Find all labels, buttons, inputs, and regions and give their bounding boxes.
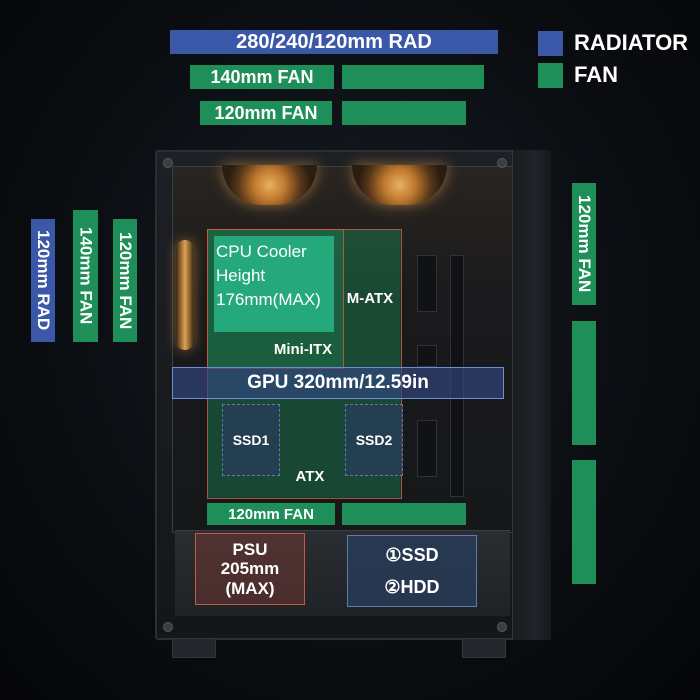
left-fan140-bar: 140mm FAN	[73, 210, 98, 342]
rear-fan-icon	[176, 240, 194, 350]
case-screw	[497, 158, 507, 168]
atx-label: ATX	[295, 467, 325, 485]
top-fan120-bar: 120mm FAN	[200, 101, 332, 125]
top-fan120-bar-right	[342, 101, 466, 125]
drive-bay: ①SSD ②HDD	[347, 535, 477, 607]
top-fan140-bar-right	[342, 65, 484, 89]
bottom-fan120-bar: 120mm FAN	[207, 503, 335, 525]
ssd1-mount: SSD1	[222, 404, 280, 476]
right-fan120-bar: 120mm FAN	[572, 183, 596, 305]
ssd-drive-label: ①SSD	[385, 544, 439, 565]
case-screw	[497, 622, 507, 632]
bottom-fan120-bar-right	[342, 503, 466, 525]
right-fan-bar-2	[572, 321, 596, 445]
legend-radiator-label: RADIATOR	[574, 30, 689, 55]
ssd2-mount: SSD2	[345, 404, 403, 476]
top-fan140-bar: 140mm FAN	[190, 65, 334, 89]
left-fan120-bar: 120mm FAN	[113, 219, 137, 342]
case-foot	[462, 638, 506, 658]
case-screw	[163, 158, 173, 168]
miniitx-label: Mini-ITX	[273, 340, 333, 358]
case-screw	[163, 622, 173, 632]
cpu-cooler-label: CPU Cooler Height 176mm(MAX)	[216, 242, 321, 309]
cpu-cooler-area	[214, 236, 334, 332]
front-panel	[512, 150, 551, 640]
legend-fan-swatch	[538, 63, 563, 88]
legend-radiator-swatch	[538, 31, 563, 56]
hdd-drive-label: ②HDD	[384, 576, 440, 597]
cable-cutout	[417, 345, 437, 367]
cable-cutout	[417, 255, 437, 312]
cable-cutout	[417, 420, 437, 477]
matx-label: M-ATX	[346, 289, 394, 307]
left-radiator-bar: 120mm RAD	[31, 219, 55, 342]
right-fan-bar-3	[572, 460, 596, 584]
psu-area: PSU 205mm (MAX)	[195, 533, 305, 605]
case-foot	[172, 638, 216, 658]
legend-fan-label: FAN	[574, 62, 618, 87]
top-radiator-bar: 280/240/120mm RAD	[170, 30, 498, 54]
gpu-length-bar: GPU 320mm/12.59in	[172, 367, 504, 399]
